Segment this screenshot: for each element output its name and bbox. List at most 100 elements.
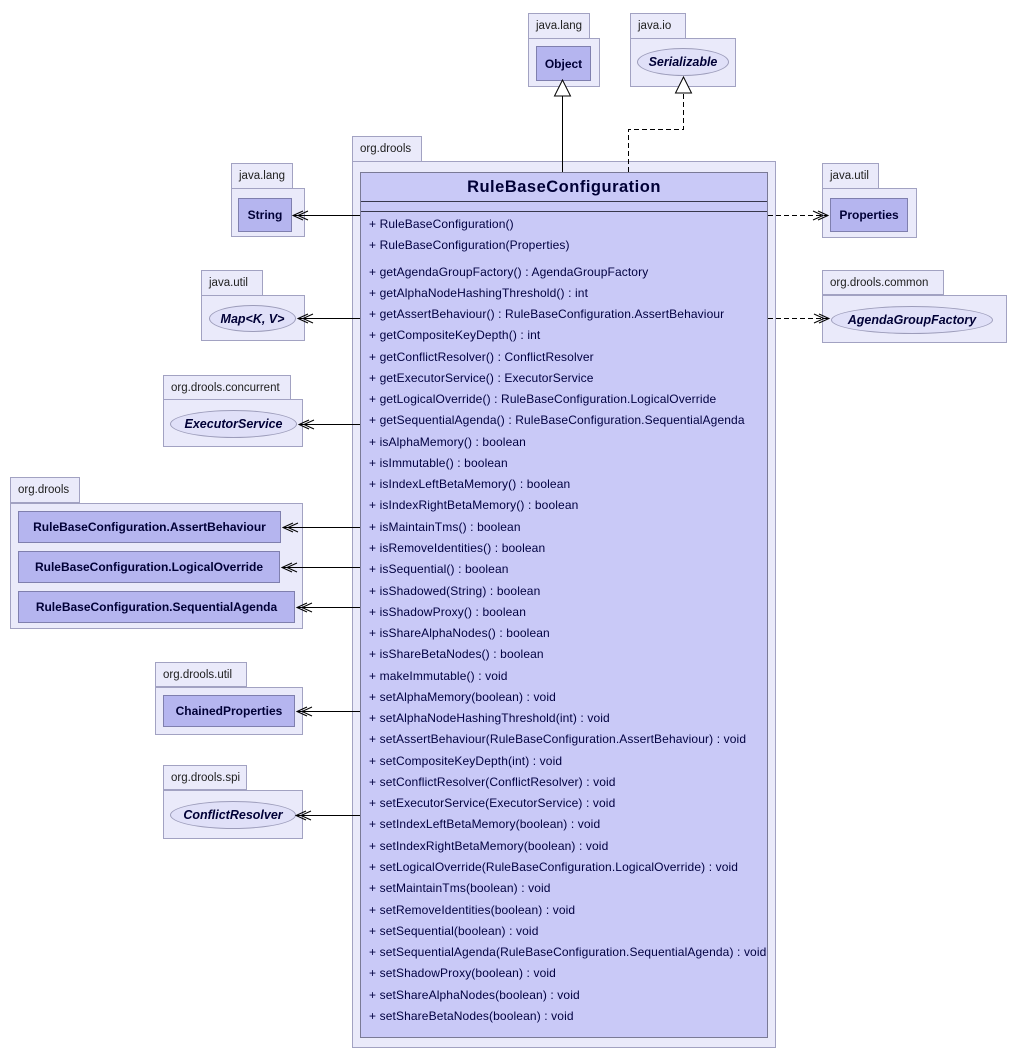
package-tab-org-drools-group: org.drools: [10, 477, 80, 503]
package-label: org.drools.util: [163, 668, 233, 681]
operations-compartment: + RuleBaseConfiguration() + RuleBaseConfi…: [361, 212, 767, 1027]
class-properties[interactable]: Properties: [830, 198, 908, 232]
method-line: + setIndexRightBetaMemory(boolean) : voi…: [369, 838, 609, 853]
class-chainedproperties[interactable]: ChainedProperties: [163, 695, 295, 727]
package-label: java.lang: [536, 20, 583, 32]
attributes-compartment: [361, 202, 767, 212]
package-label: java.util: [209, 277, 248, 289]
method-line: + isImmutable() : boolean: [369, 455, 508, 470]
method-line: + isShareBetaNodes() : boolean: [369, 647, 544, 662]
package-tab-java-io: java.io: [630, 13, 686, 39]
method-line: + setRemoveIdentities(boolean) : void: [369, 902, 576, 917]
dependency-arrow-agendagroupfactory: [768, 313, 831, 324]
package-tab-org-drools-util: org.drools.util: [155, 662, 247, 687]
class-name: Properties: [839, 208, 899, 222]
method-line: + isAlphaMemory() : boolean: [369, 434, 526, 449]
method-line: + isRemoveIdentities() : boolean: [369, 540, 546, 555]
method-line: + getAlphaNodeHashingThreshold() : int: [369, 285, 589, 300]
method-line: + setShareAlphaNodes(boolean) : void: [369, 987, 580, 1002]
class-name: Object: [544, 56, 583, 71]
method-line: + getAgendaGroupFactory() : AgendaGroupF…: [369, 264, 649, 279]
realization-arrow-serializable: [628, 75, 693, 172]
association-arrow-conflictresolver: [294, 810, 360, 821]
class-string[interactable]: String: [238, 198, 292, 232]
interface-executorservice[interactable]: ExecutorService: [170, 410, 297, 438]
package-label: org.drools.concurrent: [171, 381, 280, 394]
method-line: + setAlphaNodeHashingThreshold(int) : vo…: [369, 711, 610, 726]
method-line: + setShareBetaNodes(boolean) : void: [369, 1008, 574, 1023]
method-line: + getCompositeKeyDepth() : int: [369, 328, 541, 343]
class-assertbehaviour[interactable]: RuleBaseConfiguration.AssertBehaviour: [18, 511, 281, 543]
class-name: RuleBaseConfiguration.AssertBehaviour: [33, 520, 266, 534]
package-tab-org-drools-concurrent: org.drools.concurrent: [163, 375, 291, 400]
interface-name: Map<K, V>: [220, 311, 285, 326]
class-name: RuleBaseConfiguration: [467, 177, 661, 196]
association-arrow-map: [296, 313, 360, 324]
method-line: + isSequential() : boolean: [369, 562, 509, 577]
association-arrow-chainedproperties: [295, 706, 360, 717]
package-label: org.drools.spi: [171, 771, 241, 784]
method-line: + setExecutorService(ExecutorService) : …: [369, 796, 616, 811]
method-line: + getExecutorService() : ExecutorService: [369, 370, 594, 385]
method-line: + setAlphaMemory(boolean) : void: [369, 689, 556, 704]
interface-serializable[interactable]: Serializable: [637, 48, 729, 76]
interface-conflictresolver[interactable]: ConflictResolver: [170, 801, 296, 829]
method-line: + setSequential(boolean) : void: [369, 923, 539, 938]
class-object[interactable]: Object: [536, 46, 591, 81]
package-label: java.lang: [239, 170, 286, 182]
package-tab-org-drools-main: org.drools: [352, 136, 422, 162]
constructor-list: + RuleBaseConfiguration() + RuleBaseConfi…: [369, 214, 767, 257]
class-name: RuleBaseConfiguration.SequentialAgenda: [35, 600, 278, 614]
method-line: + getConflictResolver() : ConflictResolv…: [369, 349, 594, 364]
package-tab-org-drools-spi: org.drools.spi: [163, 765, 247, 790]
method-line: + isMaintainTms() : boolean: [369, 519, 521, 534]
class-title: RuleBaseConfiguration: [361, 173, 767, 202]
package-label: java.util: [830, 170, 869, 182]
package-tab-org-drools-common: org.drools.common: [822, 270, 944, 295]
class-logicaloverride[interactable]: RuleBaseConfiguration.LogicalOverride: [18, 551, 280, 583]
method-line: + setCompositeKeyDepth(int) : void: [369, 753, 563, 768]
method-line: + RuleBaseConfiguration(Properties): [369, 238, 570, 253]
association-arrow-executorservice: [297, 419, 360, 430]
package-tab-java-util-properties: java.util: [822, 163, 879, 189]
package-tab-java-lang-string: java.lang: [231, 163, 293, 189]
method-line: + setShadowProxy(boolean) : void: [369, 966, 556, 981]
package-tab-java-lang-object: java.lang: [528, 13, 590, 39]
interface-name: AgendaGroupFactory: [847, 313, 977, 327]
class-name: String: [247, 208, 283, 222]
method-line: + isShadowProxy() : boolean: [369, 604, 526, 619]
method-line: + getAssertBehaviour() : RuleBaseConfigu…: [369, 307, 725, 322]
method-line: + isShareAlphaNodes() : boolean: [369, 626, 550, 641]
association-arrow-sequentialagenda: [295, 602, 360, 613]
package-tab-java-util-map: java.util: [201, 270, 263, 296]
interface-map[interactable]: Map<K, V>: [209, 305, 296, 332]
method-line: + setAssertBehaviour(RuleBaseConfigurati…: [369, 732, 747, 747]
interface-agendagroupfactory[interactable]: AgendaGroupFactory: [831, 306, 993, 334]
class-name: RuleBaseConfiguration.LogicalOverride: [34, 560, 264, 574]
package-label: org.drools.common: [830, 276, 929, 289]
package-label: org.drools: [360, 143, 412, 155]
method-line: + isIndexRightBetaMemory() : boolean: [369, 498, 579, 513]
method-line: + isShadowed(String) : boolean: [369, 583, 541, 598]
method-line: + RuleBaseConfiguration(): [369, 217, 514, 231]
method-line: + makeImmutable() : void: [369, 668, 508, 683]
class-sequentialagenda[interactable]: RuleBaseConfiguration.SequentialAgenda: [18, 591, 295, 623]
method-line: + setLogicalOverride(RuleBaseConfigurati…: [369, 859, 739, 874]
method-line: + getLogicalOverride() : RuleBaseConfigu…: [369, 392, 717, 407]
method-line: + setIndexLeftBetaMemory(boolean) : void: [369, 817, 601, 832]
method-list: + getAgendaGroupFactory() : AgendaGroupF…: [369, 262, 767, 1028]
class-name: ChainedProperties: [175, 704, 283, 718]
interface-name: ConflictResolver: [183, 808, 283, 822]
package-label: org.drools: [18, 484, 70, 496]
method-line: + getSequentialAgenda() : RuleBaseConfig…: [369, 413, 745, 428]
method-line: + setSequentialAgenda(RuleBaseConfigurat…: [369, 945, 767, 960]
method-line: + setConflictResolver(ConflictResolver) …: [369, 774, 616, 789]
dependency-arrow-properties: [768, 210, 830, 221]
interface-name: Serializable: [648, 55, 718, 69]
method-line: + setMaintainTms(boolean) : void: [369, 881, 551, 896]
generalization-arrow-object: [553, 78, 572, 172]
method-line: + isIndexLeftBetaMemory() : boolean: [369, 477, 571, 492]
class-rulebaseconfiguration[interactable]: RuleBaseConfiguration + RuleBaseConfigur…: [360, 172, 768, 1038]
package-label: java.io: [638, 20, 672, 32]
interface-name: ExecutorService: [184, 417, 283, 431]
